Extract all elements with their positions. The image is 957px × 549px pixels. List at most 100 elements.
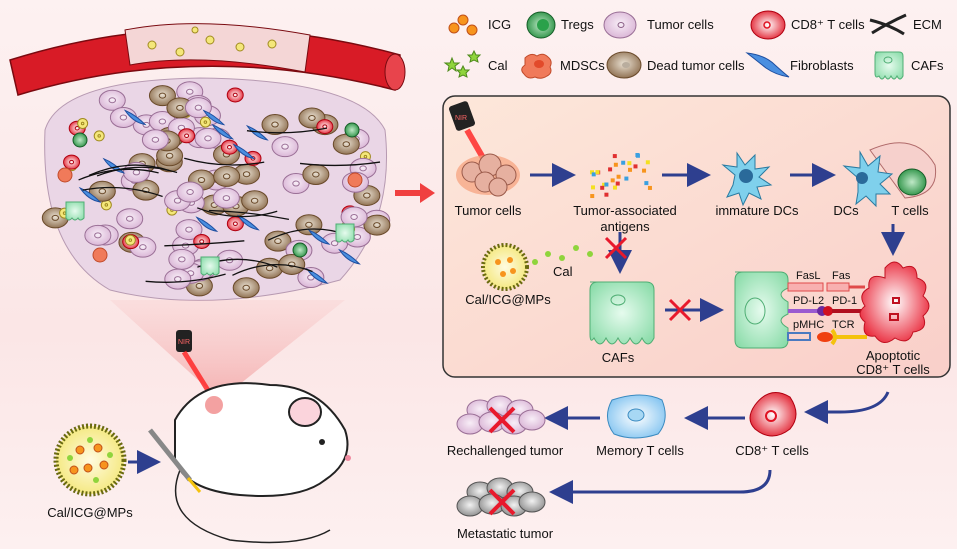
nanoparticle [93, 130, 105, 142]
tumor-cell [271, 136, 299, 158]
pd1-label: PD-1 [832, 295, 857, 307]
laser-light-cone [110, 300, 345, 400]
fibroblast [78, 186, 102, 203]
dc-t-cell-icon [842, 142, 937, 208]
cafs-label: CAFs [602, 350, 635, 365]
tumor-cell-nucleus [151, 136, 160, 143]
tumor-cell [176, 181, 204, 203]
caf-cell-icon [874, 51, 904, 80]
apoptotic-label: CD8⁺ T cells [856, 362, 930, 377]
memory-t-cell [607, 394, 666, 439]
antigen [610, 178, 615, 183]
cd8-t-cell-nucleus [232, 92, 238, 98]
tumor-cell-nucleus [186, 189, 194, 196]
fibroblast [202, 109, 226, 126]
fasl-label: FasL [796, 270, 820, 282]
tumor-cell-nucleus [194, 104, 203, 111]
cd8-t-cell [193, 233, 211, 249]
metastatic-label: Metastatic tumor [457, 526, 554, 541]
mdsc-cell-icon [521, 53, 552, 79]
tumor-associated-antigens-icon [590, 153, 652, 199]
dead-tumor-cell [363, 214, 391, 236]
cal-label: Cal [553, 264, 573, 279]
apoptotic-cd8-t-cell [859, 261, 930, 343]
antigen [604, 192, 609, 197]
icg-particles-icon [448, 14, 478, 36]
dead-tumor-cell [148, 85, 176, 107]
tumor-cell-nucleus [119, 114, 128, 121]
treg-cell [344, 122, 360, 138]
antigen [616, 174, 621, 179]
tumor-cell-nucleus [185, 226, 193, 233]
cd8-t-cell-icon [750, 10, 786, 40]
tumor-cell-nucleus [222, 195, 231, 202]
tumor-cell-icon [603, 11, 637, 39]
rechallenged-tumor-icon [456, 395, 546, 435]
tumor-cell-nucleus [125, 215, 134, 222]
tumor-cell [297, 267, 325, 289]
fibroblast [195, 216, 219, 233]
tumor-cell [164, 268, 192, 290]
cd8-label: CD8⁺ T cells [735, 443, 809, 458]
antigen [595, 170, 600, 175]
dead-tumor-cell-nucleus [158, 92, 167, 99]
antigen [591, 172, 596, 177]
ecm-fiber [299, 161, 381, 167]
dead-tumor-cell-nucleus [271, 121, 279, 128]
dead-tumor-cell-nucleus [342, 141, 351, 148]
nanoparticle-left [53, 423, 127, 497]
cd8-t-cell [226, 87, 244, 103]
nanoparticle-nucleus [104, 203, 109, 207]
fibroblast-icon [745, 52, 790, 78]
dead-tumor-cell-nucleus [373, 222, 381, 229]
tumor-cell [518, 491, 546, 513]
cd8-t-cell-nucleus [250, 156, 256, 161]
dead-tumor-cell [88, 180, 116, 202]
memory-label: Memory T cells [596, 443, 684, 458]
antigen [590, 170, 595, 175]
t-cells-label: T cells [891, 203, 929, 218]
antigens-label: Tumor-associated [573, 203, 677, 218]
caf-cell [65, 201, 85, 221]
dead-tumor-cell [261, 114, 289, 136]
dead-tumor-cell-nucleus [176, 104, 184, 111]
immature-dc-icon [721, 151, 773, 207]
tumor-cell-nucleus [350, 213, 358, 220]
dead-tumor-cell-nucleus [197, 177, 206, 184]
antigen [600, 185, 605, 190]
legend-label: Tumor cells [647, 17, 714, 32]
metastatic-tumor-icon [456, 477, 546, 517]
tumor-cell-nucleus [173, 197, 182, 204]
antigen [604, 182, 609, 187]
dead-tumor-cell-icon [606, 51, 642, 79]
arrow-to-box [395, 183, 435, 203]
antigen [591, 185, 596, 190]
fibroblast [232, 143, 256, 160]
inhibition-x-icon [668, 298, 692, 322]
antigen [645, 160, 650, 165]
cd8-t-cell-nucleus [199, 239, 205, 244]
ecm-fiber [96, 166, 178, 177]
ecm-fiber [208, 209, 290, 221]
tumor-cell-nucleus [178, 256, 186, 263]
pmhc-label: pMHC [793, 319, 824, 331]
cd8-t-cell-nucleus [69, 159, 75, 165]
dead-tumor-cell [132, 179, 160, 201]
mdsc-cell [57, 167, 73, 183]
fibroblast [245, 124, 269, 141]
cd8-t-cell-nucleus [184, 133, 190, 139]
tumor-microenvironment [41, 77, 391, 301]
nanoparticle [77, 117, 89, 129]
antigen [613, 185, 618, 190]
heated-tumor-cells [456, 153, 520, 197]
tumor-cell [194, 127, 222, 149]
legend-label: ICG [488, 17, 511, 32]
inhibition-x-icon [604, 236, 628, 260]
ecm-fiber [164, 240, 245, 247]
legend-label: Tregs [561, 17, 594, 32]
ecm-fiber [196, 207, 278, 218]
syringe-icon [148, 428, 202, 493]
tumor-cell-nucleus [186, 88, 194, 95]
dead-tumor-cell-nucleus [165, 152, 174, 159]
